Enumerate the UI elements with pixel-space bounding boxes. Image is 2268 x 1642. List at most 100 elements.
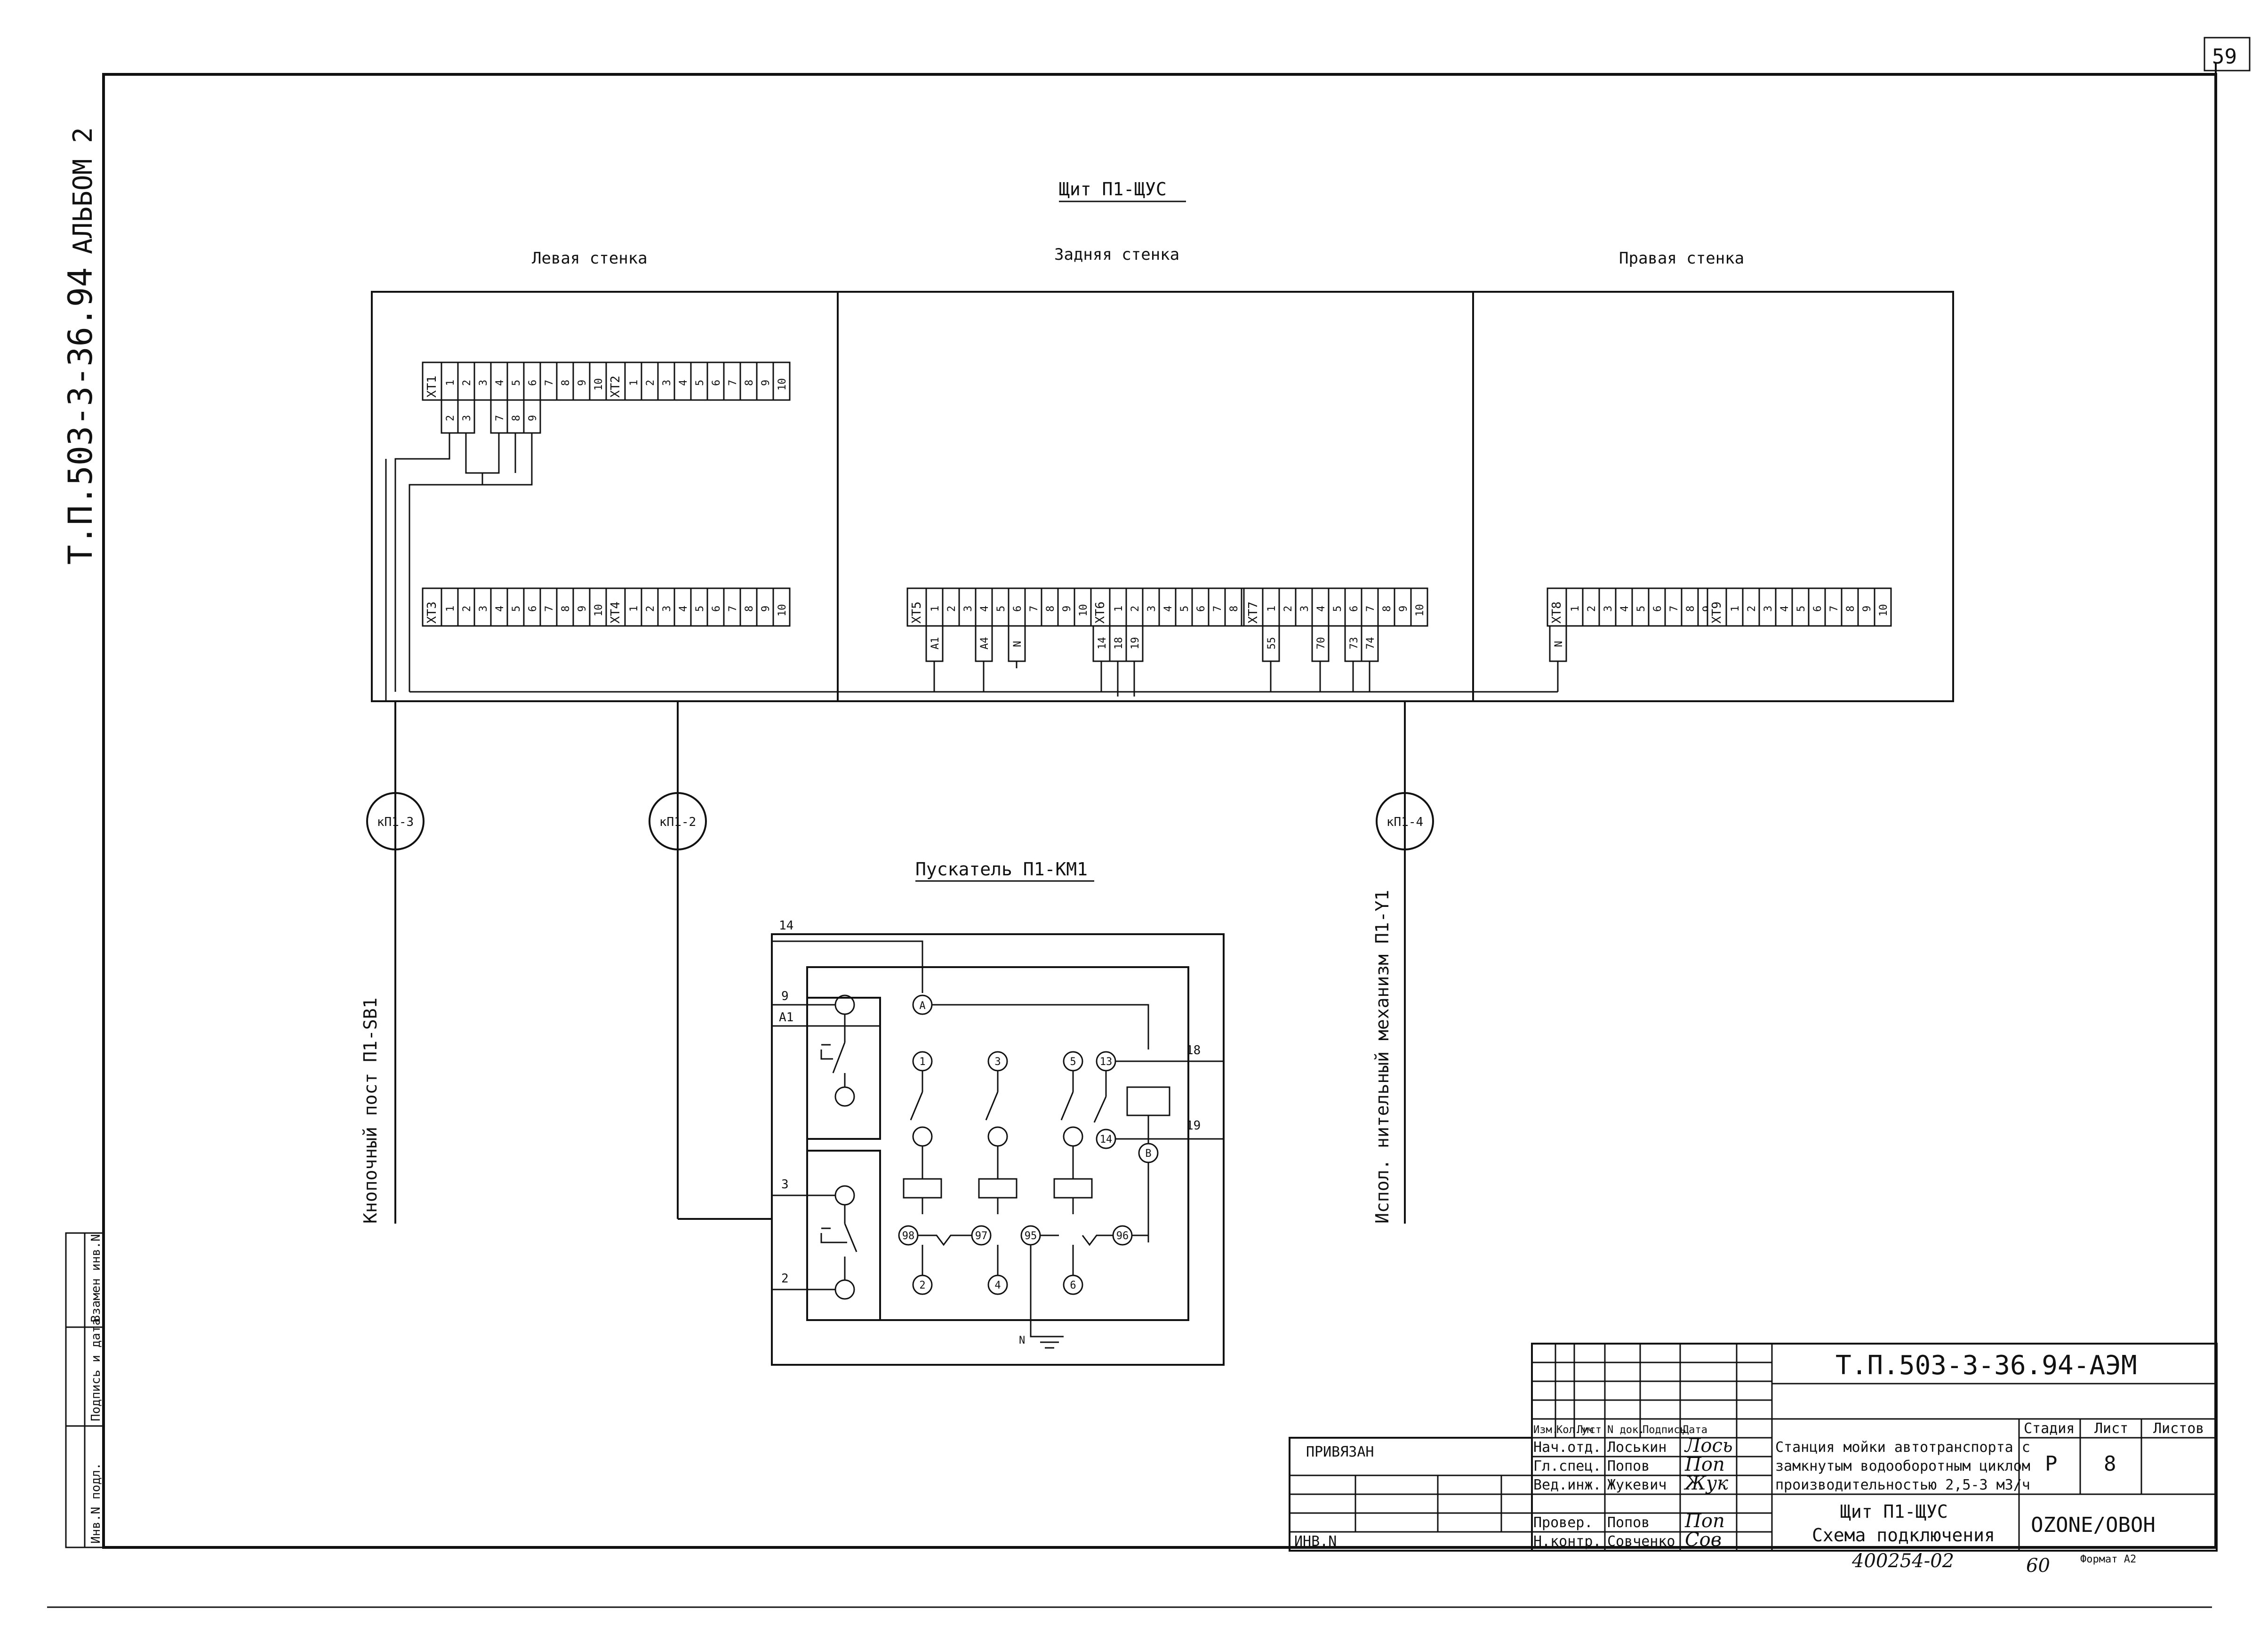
terminal-strip-id: XT8 xyxy=(1550,601,1564,624)
company-logo: OZONE/OBOH xyxy=(2031,1513,2156,1537)
wall-back-label: Задняя стенка xyxy=(1054,245,1179,264)
terminal-strip-xt4: XT4 1 2 3 4 5 6 7 8 9 10 xyxy=(605,587,791,627)
sheet-header: Лист xyxy=(2094,1420,2128,1437)
wire-tag: A4 xyxy=(979,637,991,650)
push-button-label: Кнопочный пост П1-SB1 xyxy=(360,998,381,1224)
terminal-5: 5 xyxy=(1070,1056,1076,1068)
terminal-number: 6 xyxy=(1195,606,1207,612)
terminal-number: 9 xyxy=(760,380,772,386)
terminal-strip-id: XT2 xyxy=(609,376,623,398)
terminal-a: A xyxy=(919,1000,925,1012)
signature: Поп xyxy=(1684,1454,1725,1475)
terminal-number: 1 xyxy=(1730,606,1741,612)
signature: Поп xyxy=(1684,1510,1725,1532)
signature: Сов xyxy=(1685,1529,1722,1551)
wire-tag: 70 xyxy=(1315,637,1327,650)
header-col: Подпись xyxy=(1643,1424,1686,1436)
terminal-number: 6 xyxy=(527,606,539,612)
person: Жукевич xyxy=(1607,1477,1667,1493)
cable-marker-kp1-2: кП1-2 xyxy=(649,792,707,850)
wire-label: 19 xyxy=(1186,1119,1201,1133)
terminal-strip-id: XT7 xyxy=(1246,601,1260,624)
header-col: Дата xyxy=(1683,1424,1707,1436)
terminal-number: 5 xyxy=(1179,606,1191,612)
terminal-number: 2 xyxy=(1282,606,1294,612)
terminal-number: 8 xyxy=(1228,606,1240,612)
signature: Лось xyxy=(1684,1435,1733,1457)
project-desc-line: замкнутым водооборотным циклом xyxy=(1775,1458,2030,1474)
left-stamp-replace: Взамен инв.N xyxy=(89,1234,103,1322)
wire-tag: 73 xyxy=(1348,637,1360,650)
terminal-number: 7 xyxy=(1028,606,1040,612)
wire-tag: A1 xyxy=(930,637,941,650)
terminal-number: 8 xyxy=(1045,606,1057,612)
terminal-number: 8 xyxy=(1845,606,1857,612)
header-col: Изм. xyxy=(1533,1424,1558,1436)
terminal-1: 1 xyxy=(919,1056,925,1068)
terminal-number: 9 xyxy=(1061,606,1073,612)
aux-contact-13-14: 13 14 xyxy=(1093,1051,1116,1149)
terminal-number: 4 xyxy=(678,380,689,386)
terminal-number: 6 xyxy=(1652,606,1664,612)
terminal-number: 2 xyxy=(461,380,473,386)
terminal-number: 10 xyxy=(1878,604,1890,617)
terminal-97: 97 xyxy=(975,1230,988,1242)
terminal-number: 6 xyxy=(711,606,722,612)
terminal-number: 8 xyxy=(560,606,572,612)
terminal-number: 3 xyxy=(962,606,974,612)
stage-header: Стадия xyxy=(2024,1420,2075,1437)
format-label: Формат А2 xyxy=(2080,1554,2136,1565)
terminal-6: 6 xyxy=(1070,1280,1076,1291)
album-label: АЛЬБОМ 2 xyxy=(68,127,98,254)
wire-label: 9 xyxy=(781,989,789,1003)
terminal-number: 2 xyxy=(645,606,657,612)
inv-label: ИНВ.N xyxy=(1294,1533,1337,1550)
terminal-number: 5 xyxy=(1795,606,1807,612)
terminal-number: 4 xyxy=(494,380,506,386)
wall-left-label: Левая стенка xyxy=(532,249,648,268)
terminal-2: 2 xyxy=(919,1280,925,1291)
terminal-number: 6 xyxy=(711,380,722,386)
title-block: Т.П.503-3-36.94-АЭМ Изм. Кол.уч Лист N д… xyxy=(1289,1343,2218,1577)
terminal-strip-xt1: XT1 1 2 3 4 5 6 7 8 9 10 2 3 7 8 9 xyxy=(422,361,607,434)
terminal-number: 2 xyxy=(1130,606,1141,612)
sheets-header: Листов xyxy=(2153,1420,2204,1437)
drawing-subtitle: Схема подключения xyxy=(1812,1525,1995,1546)
terminal-number: 5 xyxy=(995,606,1007,612)
terminal-95: 95 xyxy=(1025,1230,1037,1242)
drawing-title: Щит П1-ЩУС xyxy=(1840,1501,1948,1522)
terminal-number: 6 xyxy=(1812,606,1824,612)
sheet-number: 59 xyxy=(2212,45,2237,69)
header-col: Кол.уч xyxy=(1556,1424,1594,1436)
person: Лоськин xyxy=(1607,1439,1667,1456)
terminal-number: 8 xyxy=(1381,606,1393,612)
person: Попов xyxy=(1607,1514,1650,1531)
terminal-number: 3 xyxy=(478,606,489,612)
left-stamp-sign: Подпись и дата xyxy=(89,1318,103,1421)
wire-tag: N xyxy=(1012,641,1024,647)
wire-tag: 3 xyxy=(461,415,473,421)
role: Н.контр. xyxy=(1533,1533,1602,1550)
terminal-b: B xyxy=(1145,1148,1151,1160)
terminal-number: 1 xyxy=(1113,606,1125,612)
terminal-strip-id: XT9 xyxy=(1710,601,1724,624)
terminal-number: 4 xyxy=(494,606,506,612)
terminal-number: 4 xyxy=(1315,606,1327,612)
terminal-strip-id: XT6 xyxy=(1093,601,1107,624)
terminal-number: 2 xyxy=(946,606,958,612)
terminal-number: 10 xyxy=(1414,604,1426,617)
terminal-number: 1 xyxy=(1570,606,1581,612)
cable-marker-kp1-3: кП1-3 xyxy=(366,792,425,850)
cables: кП1-3 кП1-2 кП1-4 Кнопочный пост П1-SB1 … xyxy=(360,701,1434,1224)
cable-label: кП1-2 xyxy=(659,815,696,829)
main-contact-5: 5 xyxy=(1053,1051,1093,1214)
terminal-number: 9 xyxy=(760,606,772,612)
terminal-number: 5 xyxy=(694,606,706,612)
sheet-value: 8 xyxy=(2104,1452,2116,1476)
terminal-number: 10 xyxy=(593,604,605,617)
terminal-number: 9 xyxy=(577,380,588,386)
terminal-number: 10 xyxy=(593,378,605,391)
terminal-number: 9 xyxy=(577,606,588,612)
terminal-number: 8 xyxy=(1685,606,1697,612)
